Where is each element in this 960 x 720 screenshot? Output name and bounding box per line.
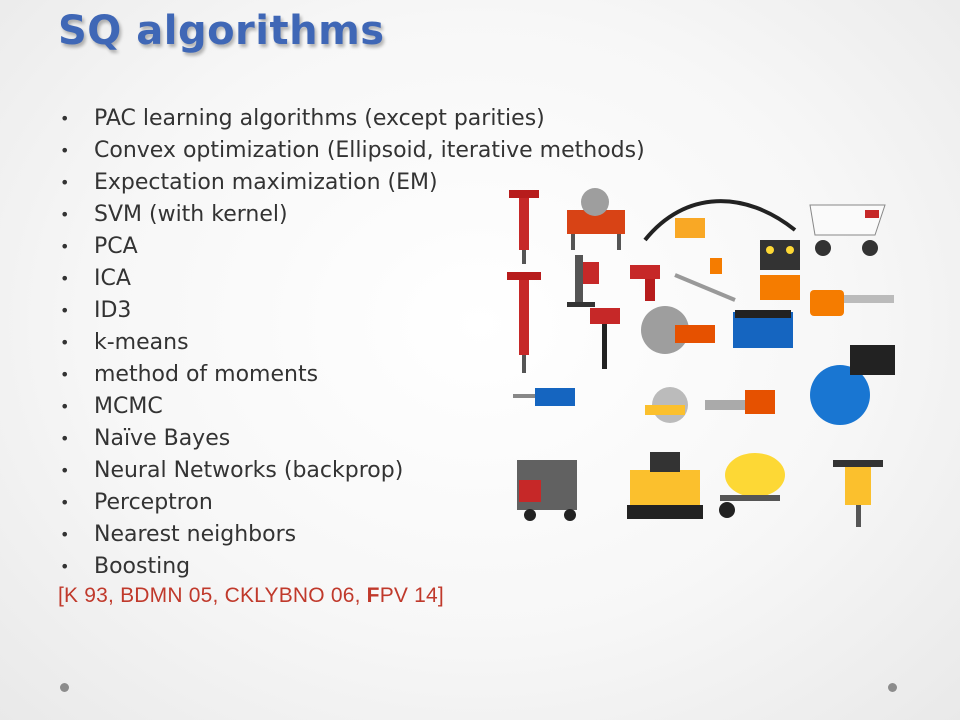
- list-item: • SVM (with kernel): [58, 199, 645, 231]
- bullet-icon: •: [60, 493, 70, 512]
- bullet-text: PCA: [94, 234, 138, 259]
- earth-auger-icon: [590, 308, 620, 369]
- jackhammer-icon: [509, 190, 539, 264]
- bullet-icon: •: [60, 397, 70, 416]
- bullet-icon: •: [60, 333, 70, 352]
- bullet-icon: •: [60, 365, 70, 384]
- water-pump-icon: [810, 345, 895, 425]
- list-item: • k-means: [58, 327, 645, 359]
- bullet-text: ID3: [94, 298, 132, 323]
- bullet-text: SVM (with kernel): [94, 202, 288, 227]
- bullet-text: Naïve Bayes: [94, 426, 231, 451]
- bullet-icon: •: [60, 109, 70, 128]
- footer-dot-left: [60, 683, 69, 692]
- bullet-icon: •: [60, 429, 70, 448]
- list-item: • Convex optimization (Ellipsoid, iterati…: [58, 135, 645, 167]
- list-item: • Expectation maximization (EM): [58, 167, 645, 199]
- cut-off-saw-icon: [641, 306, 715, 354]
- list-item: • Perceptron: [58, 487, 645, 519]
- bullet-icon: •: [60, 301, 70, 320]
- saw-table-icon: [567, 188, 625, 250]
- impact-wrench-icon: [630, 265, 660, 301]
- bullet-icon: •: [60, 525, 70, 544]
- bullet-text: Boosting: [94, 554, 191, 579]
- list-item: • ID3: [58, 295, 645, 327]
- core-drill-icon: [567, 255, 599, 307]
- light-tower-icon: [760, 240, 800, 300]
- citation-text-2: PV 14]: [379, 584, 444, 607]
- ring-saw-icon: [645, 387, 688, 423]
- rotary-hammer-icon: [513, 388, 575, 406]
- citation: [K 93, BDMN 05, CKLYBNO 06, FPV 14]: [58, 584, 444, 608]
- slide-title: SQ algorithms: [58, 8, 385, 54]
- bullet-text: MCMC: [94, 394, 163, 419]
- bullet-text: PAC learning algorithms (except parities…: [94, 106, 545, 131]
- floor-saw-icon: [517, 460, 577, 521]
- citation-text-bold: F: [366, 584, 380, 607]
- bullet-icon: •: [60, 269, 70, 288]
- pavement-breaker-icon: [833, 460, 883, 527]
- bullet-list: • PAC learning algorithms (except paritie…: [58, 103, 645, 583]
- list-item: • Nearest neighbors: [58, 519, 645, 551]
- bullet-text: Nearest neighbors: [94, 522, 297, 547]
- breaker-hammer-icon: [507, 272, 541, 373]
- chain-saw-concrete-icon: [705, 390, 775, 414]
- bullet-icon: •: [60, 173, 70, 192]
- bullet-text: k-means: [94, 330, 189, 355]
- bullet-icon: •: [60, 461, 70, 480]
- list-item: • Neural Networks (backprop): [58, 455, 645, 487]
- list-item: • Boosting: [58, 551, 645, 583]
- bullet-text: method of moments: [94, 362, 319, 387]
- bullet-text: Convex optimization (Ellipsoid, iterativ…: [94, 138, 645, 163]
- bullet-text: Neural Networks (backprop): [94, 458, 404, 483]
- bullet-text: ICA: [94, 266, 131, 291]
- bullet-icon: •: [60, 141, 70, 160]
- list-item: • MCMC: [58, 391, 645, 423]
- bullet-icon: •: [60, 237, 70, 256]
- concrete-vibrator-icon: [643, 199, 797, 242]
- list-item: • Naïve Bayes: [58, 423, 645, 455]
- list-item: • PCA: [58, 231, 645, 263]
- bullet-text: Perceptron: [94, 490, 213, 515]
- chainsaw-icon: [810, 290, 894, 316]
- cement-mixer-icon: [719, 453, 785, 518]
- list-item: • PAC learning algorithms (except paritie…: [58, 103, 645, 135]
- bullet-text: Expectation maximization (EM): [94, 170, 438, 195]
- footer-dot-right: [888, 683, 897, 692]
- power-tools-collage-icon: [507, 188, 895, 527]
- power-buggy-icon: [809, 204, 886, 256]
- bullet-icon: •: [60, 205, 70, 224]
- generator-icon: [733, 310, 793, 348]
- power-trowel-screed-icon: [674, 258, 736, 302]
- list-item: • ICA: [58, 263, 645, 295]
- bullet-icon: •: [60, 557, 70, 576]
- roller-compactor-icon: [627, 452, 703, 519]
- citation-text-1: [K 93, BDMN 05, CKLYBNO 06,: [58, 584, 367, 607]
- list-item: • method of moments: [58, 359, 645, 391]
